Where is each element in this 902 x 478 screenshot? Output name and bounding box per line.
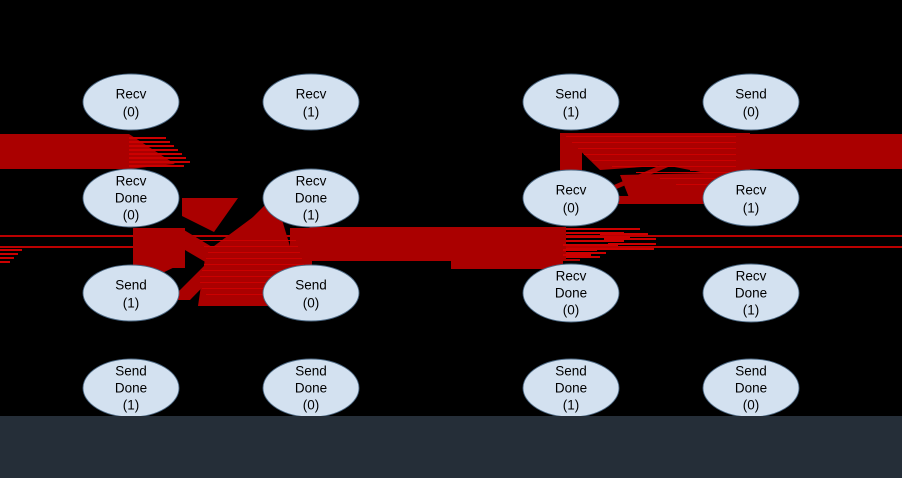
edge-fan-left-lower <box>0 249 22 263</box>
edge-fan-recv0 <box>563 244 603 256</box>
node-recv-0-mid[interactable]: Recv (0) <box>522 169 620 227</box>
node-recv-1-mid[interactable]: Recv (1) <box>702 169 800 227</box>
node-send-0-top[interactable]: Send (0) <box>702 73 800 131</box>
node-recv-0[interactable]: Recv (0) <box>82 73 180 131</box>
node-recv-done-1-right[interactable]: Recv Done (1) <box>702 263 800 323</box>
node-send-done-1[interactable]: Send Done (1) <box>82 358 180 418</box>
node-recv-done-0[interactable]: Recv Done (0) <box>82 168 180 228</box>
status-bar <box>0 416 902 478</box>
node-recv-done-1[interactable]: Recv Done (1) <box>262 168 360 228</box>
node-send-done-1-right[interactable]: Send Done (1) <box>522 358 620 418</box>
node-recv-1[interactable]: Recv (1) <box>262 73 360 131</box>
edge-fan-right-lower <box>596 228 656 250</box>
edge-bowtie-right <box>560 133 752 204</box>
node-send-1-mid[interactable]: Send (1) <box>82 264 180 322</box>
node-send-done-0[interactable]: Send Done (0) <box>262 358 360 418</box>
edge-stub-recv0-block <box>451 255 563 269</box>
edge-band-left <box>0 134 190 169</box>
node-recv-done-0-right[interactable]: Recv Done (0) <box>522 263 620 323</box>
node-send-1-top[interactable]: Send (1) <box>522 73 620 131</box>
node-send-0-mid[interactable]: Send (0) <box>262 264 360 322</box>
node-send-done-0-right[interactable]: Send Done (0) <box>702 358 800 418</box>
